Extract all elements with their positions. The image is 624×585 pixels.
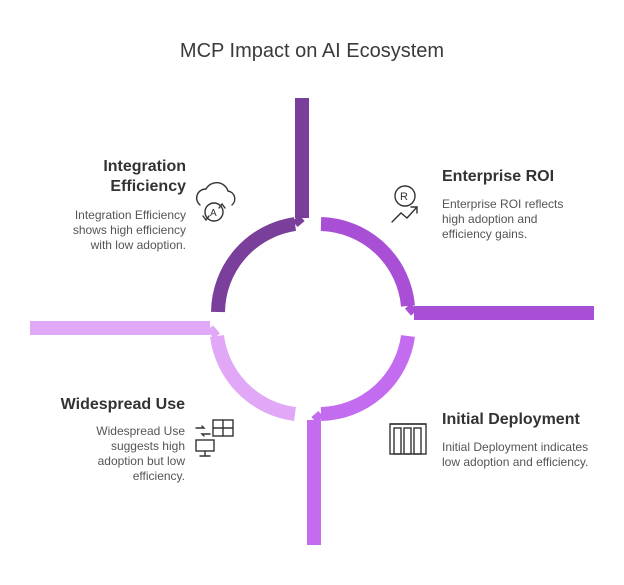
initial-deployment-heading-line1: Initial Deployment: [442, 411, 580, 428]
widespread-use-heading: Widespread Use: [30, 395, 185, 415]
integration-efficiency-joint: [292, 214, 305, 228]
widespread-use-desc-line1: Widespread Use: [96, 424, 185, 438]
integration-efficiency-heading-line2: Efficiency: [110, 178, 186, 195]
integration-efficiency-arc: [211, 217, 297, 313]
initial-deployment-desc-line1: Initial Deployment indicates: [442, 440, 589, 454]
enterprise-roi-description: Enterprise ROI reflects high adoption an…: [442, 197, 612, 242]
integration-efficiency-desc-line3: with low adoption.: [90, 238, 186, 252]
widespread-use-desc-line4: efficiency.: [132, 469, 185, 483]
enterprise-roi-heading: Enterprise ROI: [442, 167, 612, 187]
svg-text:A: A: [210, 208, 217, 219]
integration-efficiency-desc-line1: Integration Efficiency: [74, 208, 186, 222]
growth-chart-icon: R: [391, 185, 418, 223]
widespread-use-heading-line1: Widespread Use: [60, 396, 185, 413]
enterprise-roi-arc: [320, 217, 415, 307]
initial-deployment-desc-line2: low adoption and efficiency.: [442, 455, 589, 469]
integration-efficiency-description: Integration Efficiency shows high effici…: [40, 208, 186, 253]
integration-efficiency-desc-line2: shows high efficiency: [72, 223, 186, 237]
widespread-use-desc-line2: suggests high: [110, 439, 185, 453]
initial-deployment-heading: Initial Deployment: [442, 410, 612, 430]
initial-deployment-description: Initial Deployment indicates low adoptio…: [442, 440, 617, 470]
widespread-use-joint: [206, 325, 221, 339]
enterprise-roi-heading-line1: Enterprise ROI: [442, 168, 555, 185]
enterprise-roi-desc-line2: high adoption and: [442, 212, 538, 226]
widespread-use-desc-line3: adoption but low: [97, 454, 185, 468]
enterprise-roi-joint: [404, 303, 418, 316]
enterprise-roi-desc-line3: efficiency gains.: [442, 227, 528, 241]
integration-efficiency-heading-line1: Integration: [103, 158, 186, 175]
cloud-cycle-icon: A: [196, 182, 236, 222]
diagram-title: MCP Impact on AI Ecosystem: [179, 40, 445, 62]
devices-icon: [195, 419, 234, 457]
svg-text:R: R: [400, 191, 408, 203]
widespread-use-arc: [210, 334, 297, 421]
columns-icon: [389, 423, 427, 455]
initial-deployment-joint: [311, 410, 324, 424]
integration-efficiency-heading: Integration Efficiency: [60, 157, 186, 197]
enterprise-roi-desc-line1: Enterprise ROI reflects: [442, 197, 564, 211]
widespread-use-description: Widespread Use suggests high adoption bu…: [40, 424, 185, 484]
initial-deployment-arc: [320, 334, 415, 421]
